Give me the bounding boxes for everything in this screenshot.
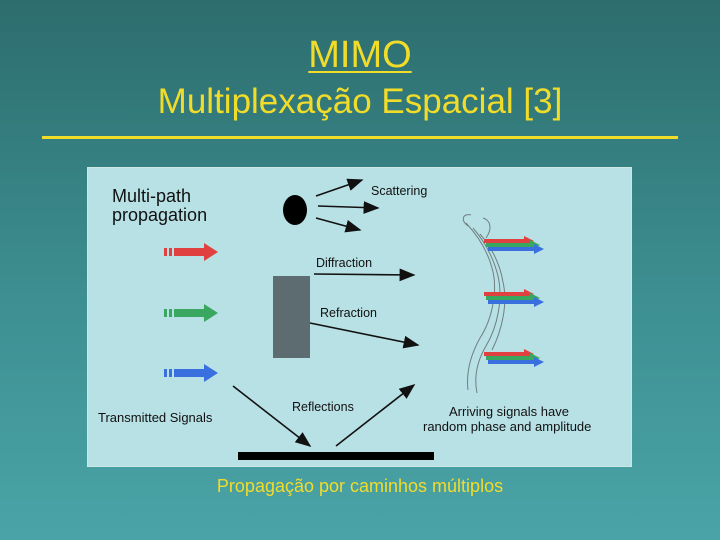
arriving-signals-label-line1: Arriving signals have — [449, 404, 569, 419]
arriving-arrows-bottom — [484, 349, 544, 367]
reflection-incident-arrow — [232, 385, 312, 447]
obstacle-block — [273, 276, 310, 358]
scatterer-object — [283, 195, 307, 225]
slide-subtitle: Multiplexação Espacial [3] — [157, 82, 563, 121]
transmitted-arrow-blue — [164, 364, 218, 382]
diffraction-label: Diffraction — [316, 256, 372, 270]
reflection-outgoing-arrow — [335, 384, 416, 447]
arriving-signals-label-line2: random phase and amplitude — [423, 419, 591, 434]
refraction-label: Refraction — [320, 306, 377, 320]
scattering-arrow-down — [315, 217, 362, 233]
diagram-heading-line2: propagation — [112, 205, 207, 225]
reflections-label: Reflections — [292, 400, 354, 414]
diagram-heading-line1: Multi-path — [112, 186, 191, 206]
reflecting-surface — [238, 452, 434, 460]
scattering-label: Scattering — [371, 184, 427, 198]
scattering-arrow-mid — [317, 201, 380, 214]
transmitted-arrow-red — [164, 243, 218, 261]
scattering-arrow-up — [315, 178, 364, 197]
slide-title: MIMO — [308, 34, 412, 76]
refraction-arrow — [309, 322, 420, 349]
diffraction-arrow — [313, 268, 416, 282]
title-divider — [42, 136, 678, 139]
transmitted-arrow-green — [164, 304, 218, 322]
arriving-arrows-middle — [484, 289, 544, 307]
figure-caption: Propagação por caminhos múltiplos — [216, 476, 504, 496]
transmitted-signals-label: Transmitted Signals — [98, 410, 213, 425]
arriving-arrows-top — [484, 236, 544, 254]
diagram-canvas: Multi-path propagation Transmitted Signa… — [98, 178, 591, 460]
multipath-diagram: Multi-path propagation Transmitted Signa… — [87, 167, 632, 467]
